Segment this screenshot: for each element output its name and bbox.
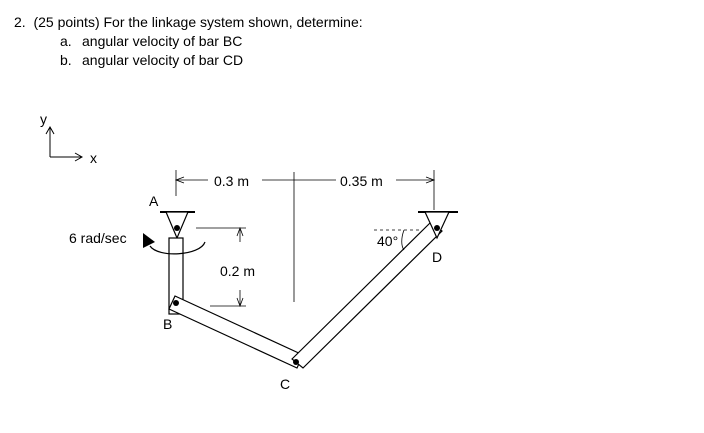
- problem-title: 2. (25 points) For the linkage system sh…: [14, 13, 363, 32]
- dimension-0-3m: 0.3 m: [174, 170, 294, 196]
- problem-statement: 2. (25 points) For the linkage system sh…: [14, 13, 363, 70]
- dimension-0-2m: 0.2 m: [196, 226, 255, 308]
- support-d: D: [418, 211, 458, 265]
- part-a: a. angular velocity of bar BC: [14, 32, 363, 51]
- point-d-label: D: [432, 249, 442, 265]
- angular-velocity-indicator: 6 rad/sec: [69, 230, 206, 255]
- dimension-0-35m: 0.35 m: [294, 170, 436, 210]
- y-axis-label: y: [40, 111, 47, 127]
- part-a-text: angular velocity of bar BC: [82, 33, 243, 49]
- part-b-text: angular velocity of bar CD: [82, 52, 244, 68]
- point-b-label: B: [163, 316, 172, 332]
- angle-indicator: 40°: [374, 229, 420, 251]
- part-b: b. angular velocity of bar CD: [14, 51, 363, 70]
- bar-bc: B: [163, 295, 304, 369]
- part-b-label: b.: [60, 52, 72, 68]
- support-a: A: [149, 193, 195, 240]
- problem-number: 2.: [14, 14, 26, 30]
- dimension-label-0-2m: 0.2 m: [220, 263, 255, 279]
- point-a-label: A: [149, 193, 159, 209]
- part-a-label: a.: [60, 33, 72, 49]
- angle-label: 40°: [377, 233, 398, 249]
- dimension-label-0-35m: 0.35 m: [340, 173, 383, 189]
- dimension-label-0-3m: 0.3 m: [214, 173, 249, 189]
- x-axis-label: x: [90, 150, 97, 166]
- bar-ab: [168, 237, 184, 315]
- rotation-arrow-icon: [143, 233, 155, 248]
- bar-cd: C: [280, 221, 443, 392]
- point-c-label: C: [280, 376, 290, 392]
- problem-text: (25 points) For the linkage system shown…: [33, 14, 363, 30]
- omega-label: 6 rad/sec: [69, 230, 127, 246]
- coordinate-axes: y x: [40, 111, 97, 166]
